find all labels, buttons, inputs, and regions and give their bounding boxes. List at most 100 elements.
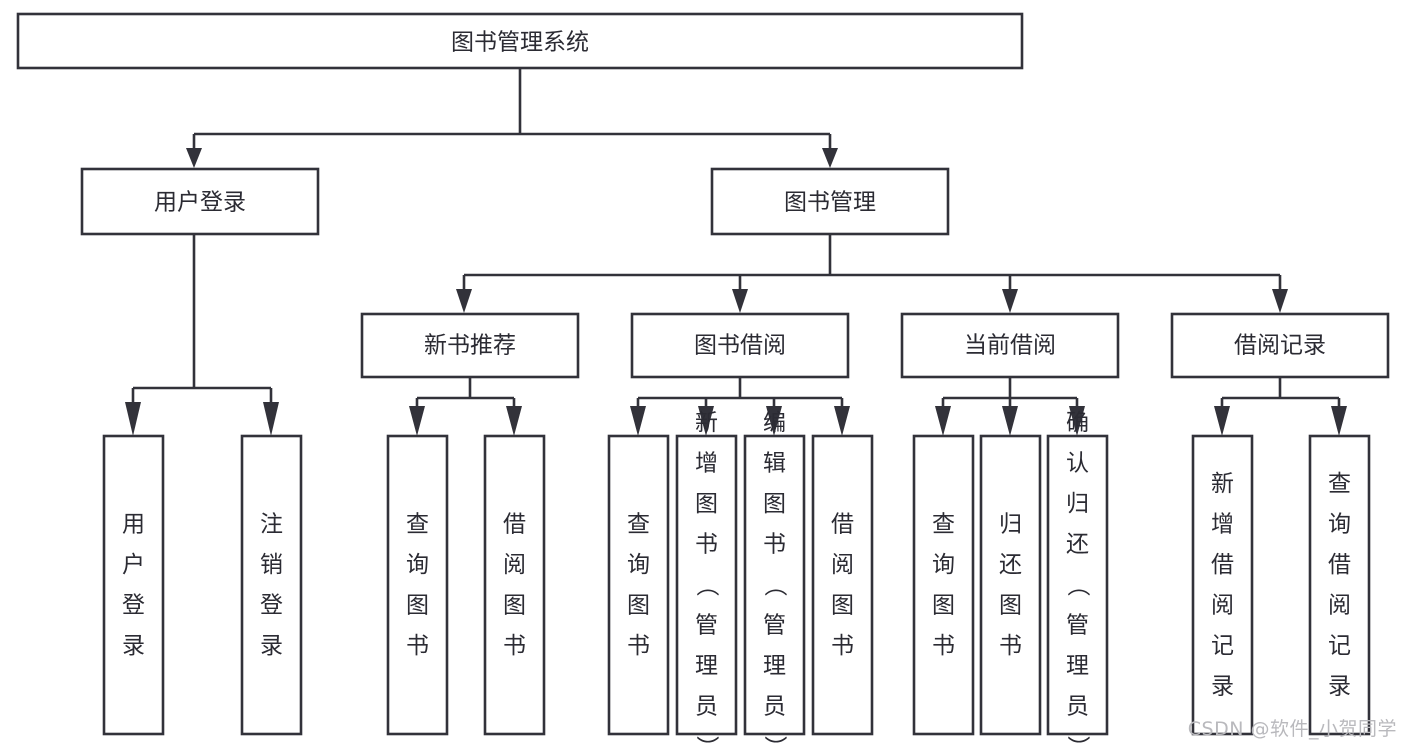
leaf-add-record-label: 新增借阅记录新增借阅记录 [1211,471,1234,700]
svg-text:借: 借 [503,511,526,537]
leaf-edit-book-box[interactable] [743,434,806,736]
svg-text:辑: 辑 [763,451,786,477]
node-leaf-add-record[interactable] [1191,434,1254,736]
arrow-cb-leaf3 [1069,406,1085,436]
svg-text:注: 注 [260,511,283,537]
borrow-record-box[interactable] [1170,312,1390,379]
svg-text:阅: 阅 [1211,592,1234,618]
arrow-bb-leaf1 [630,406,646,436]
node-leaf-query-book-1[interactable] [386,434,449,736]
leaf-borrow-book-1-box[interactable] [483,434,546,736]
svg-text:管: 管 [695,613,718,639]
svg-text:录: 录 [260,633,283,659]
svg-text:还: 还 [1066,532,1089,558]
arrow-root-to-book-manage [822,148,838,168]
leaf-label-layer: 用户登录用户登录注销登录注销登录查询图书查询图书借阅图书借阅图书查询图书查询图书… [122,410,1351,747]
node-book-borrow[interactable]: 图书借阅 [630,312,850,379]
arrow-cb-leaf2 [1002,406,1018,436]
svg-text:询: 询 [1328,511,1351,537]
book-borrow-box[interactable] [630,312,850,379]
leaf-add-record-box[interactable] [1191,434,1254,736]
node-leaf-logout[interactable] [240,434,303,736]
node-leaf-borrow-book-2[interactable] [811,434,874,736]
node-leaf-return-book[interactable] [979,434,1042,736]
node-leaf-confirm-return[interactable] [1046,434,1109,736]
svg-text:录: 录 [1211,673,1234,699]
svg-text:图: 图 [627,592,650,618]
svg-text:书: 书 [932,633,955,659]
svg-text:图: 图 [999,592,1022,618]
svg-text:查: 查 [1328,471,1351,497]
node-current-borrow[interactable]: 当前借阅 [900,312,1120,379]
svg-text:用: 用 [122,511,145,537]
svg-text:查: 查 [406,511,429,537]
svg-text:书: 书 [503,633,526,659]
leaf-borrow-book-2-box[interactable] [811,434,874,736]
svg-text:图: 图 [503,592,526,618]
svg-text:书: 书 [695,532,718,558]
leaf-borrow-book-2-label: 借阅图书借阅图书 [831,511,854,659]
arrow-bm-borrowrecord [1272,289,1288,313]
svg-text:员: 员 [1066,694,1089,720]
user-login-box[interactable] [80,167,320,236]
leaf-borrow-book-1-label: 借阅图书借阅图书 [503,511,526,659]
svg-text:归: 归 [1066,491,1089,517]
svg-text:书: 书 [999,633,1022,659]
node-leaf-query-book-2[interactable] [607,434,670,736]
leaf-query-book-1-label: 查询图书查询图书 [406,511,429,659]
node-user-login[interactable]: 用户登录 [80,167,320,236]
book-borrow-label: 图书借阅 [694,333,786,359]
leaf-query-record-label: 查询借阅记录查询借阅记录 [1328,471,1351,700]
svg-text:图: 图 [763,491,786,517]
node-leaf-query-book-3[interactable] [912,434,975,736]
svg-text:归: 归 [999,511,1022,537]
svg-text:员: 员 [763,694,786,720]
leaf-query-record-box[interactable] [1308,434,1371,736]
leaf-user-login-label: 用户登录用户登录 [122,511,145,659]
node-book-manage[interactable]: 图书管理 [710,167,950,236]
node-leaf-edit-book[interactable] [743,434,806,736]
svg-text:还: 还 [999,552,1022,578]
svg-text:新: 新 [1211,471,1234,497]
svg-text:理: 理 [1066,653,1089,679]
svg-text:记: 记 [1328,633,1351,659]
arrow-br-leaf1 [1214,406,1230,436]
svg-text:书: 书 [763,532,786,558]
arrow-bb-leaf4 [834,406,850,436]
node-new-book-rec[interactable]: 新书推荐 [360,312,580,379]
node-leaf-borrow-book-1[interactable] [483,434,546,736]
node-root[interactable]: 图书管理系统 [16,12,1024,70]
node-leaf-user-login[interactable] [102,434,165,736]
new-book-rec-box[interactable] [360,312,580,379]
root-box[interactable] [16,12,1024,70]
node-borrow-record[interactable]: 借阅记录 [1170,312,1390,379]
book-manage-box[interactable] [710,167,950,236]
svg-text:询: 询 [627,552,650,578]
svg-text:确: 确 [1066,410,1089,436]
leaf-add-book-box[interactable] [675,434,738,736]
svg-text:管: 管 [1066,613,1089,639]
svg-text:询: 询 [406,552,429,578]
svg-text:（: （ [1065,574,1091,597]
node-leaf-query-record[interactable] [1308,434,1371,736]
svg-text:销: 销 [260,552,283,578]
leaf-query-book-3-box[interactable] [912,434,975,736]
node-leaf-add-book[interactable] [675,434,738,736]
svg-text:书: 书 [627,633,650,659]
leaf-confirm-return-box[interactable] [1046,434,1109,736]
current-borrow-box[interactable] [900,312,1120,379]
svg-text:管: 管 [763,613,786,639]
leaf-return-book-box[interactable] [979,434,1042,736]
leaf-query-book-1-box[interactable] [386,434,449,736]
leaf-query-book-2-box[interactable] [607,434,670,736]
leaf-logout-box[interactable] [240,434,303,736]
arrow-bb-leaf3 [766,406,782,436]
svg-text:录: 录 [1328,673,1351,699]
borrow-record-label: 借阅记录 [1234,333,1326,359]
leaf-user-login-box[interactable] [102,434,165,736]
arrow-bm-bookborrow [732,289,748,313]
